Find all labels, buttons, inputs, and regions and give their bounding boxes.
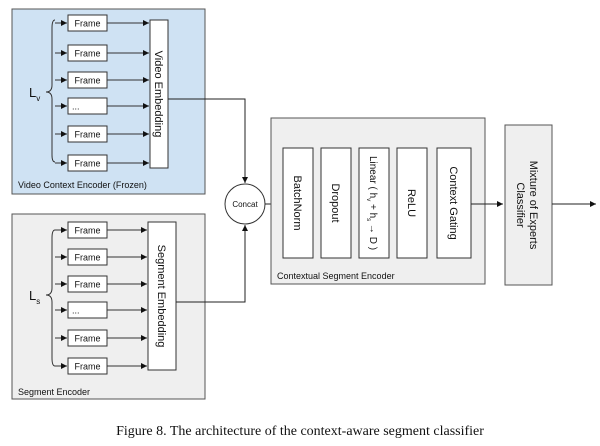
- segment-frame-label: Frame: [74, 253, 100, 263]
- contextual-encoder-label: Contextual Segment Encoder: [277, 271, 395, 281]
- segment-frame-item: Frame: [55, 275, 147, 293]
- segment-length-symbol: Ls: [29, 288, 40, 306]
- video-length-symbol: Lv: [29, 85, 40, 103]
- segment-frame-label: Frame: [74, 334, 100, 344]
- video-embedding-box: [149, 19, 169, 169]
- video-frame-label: Frame: [74, 76, 100, 86]
- video-frame-item: Frame: [55, 71, 149, 89]
- segment-frame-label: Frame: [74, 280, 100, 290]
- video-frame-item: Frame: [55, 125, 149, 143]
- video-frame-label: Frame: [74, 49, 100, 59]
- video-frame-label: Frame: [74, 130, 100, 140]
- classifier-label: Mixture of ExpertsClassifier: [514, 161, 539, 250]
- video-encoder-label: Video Context Encoder (Frozen): [18, 180, 147, 190]
- segment-frame-item: ...: [55, 301, 147, 319]
- context-gating-label: Context Gating: [447, 166, 459, 239]
- video-frame-item: Frame: [55, 44, 149, 62]
- mixture-of-experts-classifier: Mixture of ExpertsClassifier: [504, 124, 553, 286]
- segment-encoder: Segment Encoder Ls FrameFrameFrame...Fra…: [11, 213, 206, 400]
- relu-label: ReLU: [405, 189, 417, 217]
- classifier-label-line1: Mixture of Experts: [527, 161, 539, 250]
- segment-frames-brace: [45, 229, 56, 367]
- video-embedding-label: Video Embedding: [152, 51, 164, 138]
- linear-label: Linear ( hv + hs → D ): [365, 156, 378, 250]
- segment-embedding-label: Segment Embedding: [155, 245, 167, 348]
- segment-frame-item: Frame: [55, 357, 147, 375]
- figure-caption: Figure 8. The architecture of the contex…: [116, 424, 484, 439]
- segment-to-concat-arrow: [176, 225, 248, 303]
- concat-label: Concat: [232, 200, 258, 209]
- segment-frame-item: Frame: [55, 329, 147, 347]
- segment-frame-item: Frame: [55, 221, 147, 239]
- batchnorm-box: [282, 147, 314, 259]
- segment-frame-label: Frame: [74, 362, 100, 372]
- video-frame-label: ...: [72, 102, 80, 112]
- video-frame-item: ...: [55, 97, 149, 115]
- batchnorm-label: BatchNorm: [291, 175, 303, 230]
- segment-frame-label: Frame: [74, 226, 100, 236]
- segment-frame-label: ...: [72, 306, 80, 316]
- contextual-segment-encoder: Contextual Segment Encoder BatchNorm Dro…: [270, 117, 486, 285]
- linear-box: [358, 147, 390, 259]
- video-frames-brace: [45, 19, 56, 163]
- video-encoder-panel: [11, 8, 206, 195]
- classifier-box: [504, 124, 553, 286]
- context-gating-box: [436, 147, 472, 259]
- segment-encoder-label: Segment Encoder: [18, 387, 90, 397]
- relu-box: [396, 147, 428, 259]
- video-frame-item: Frame: [55, 14, 149, 32]
- segment-frame-item: Frame: [55, 248, 147, 266]
- video-frame-label: Frame: [74, 19, 100, 29]
- classifier-label-line2: Classifier: [514, 182, 526, 228]
- dropout-box: [320, 147, 352, 259]
- video-context-encoder: Video Context Encoder (Frozen) Lv FrameF…: [11, 8, 206, 195]
- video-to-concat-arrow: [168, 98, 248, 183]
- architecture-diagram: Video Context Encoder (Frozen) Lv FrameF…: [11, 8, 596, 400]
- video-frame-label: Frame: [74, 159, 100, 169]
- segment-embedding-box: [147, 221, 177, 371]
- dropout-label: Dropout: [329, 183, 341, 222]
- video-frame-item: Frame: [55, 154, 149, 172]
